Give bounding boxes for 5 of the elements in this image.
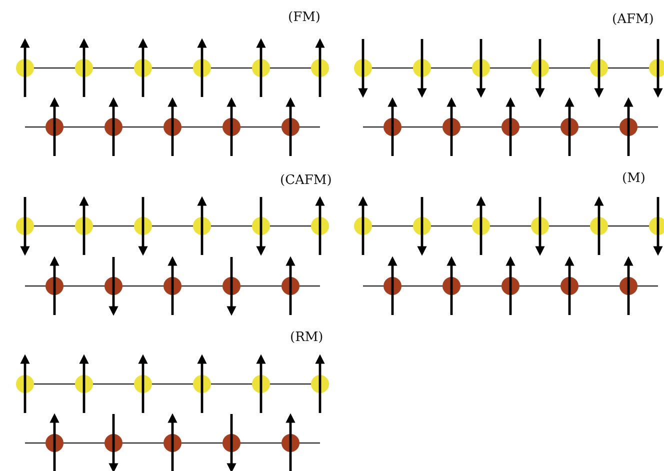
panel-label: (CAFM) [280,173,332,188]
panel-label: (RM) [290,330,324,345]
panel-label: (AFM) [612,12,654,27]
panel-label: (FM) [288,10,320,25]
panel-label: (M) [622,171,646,186]
